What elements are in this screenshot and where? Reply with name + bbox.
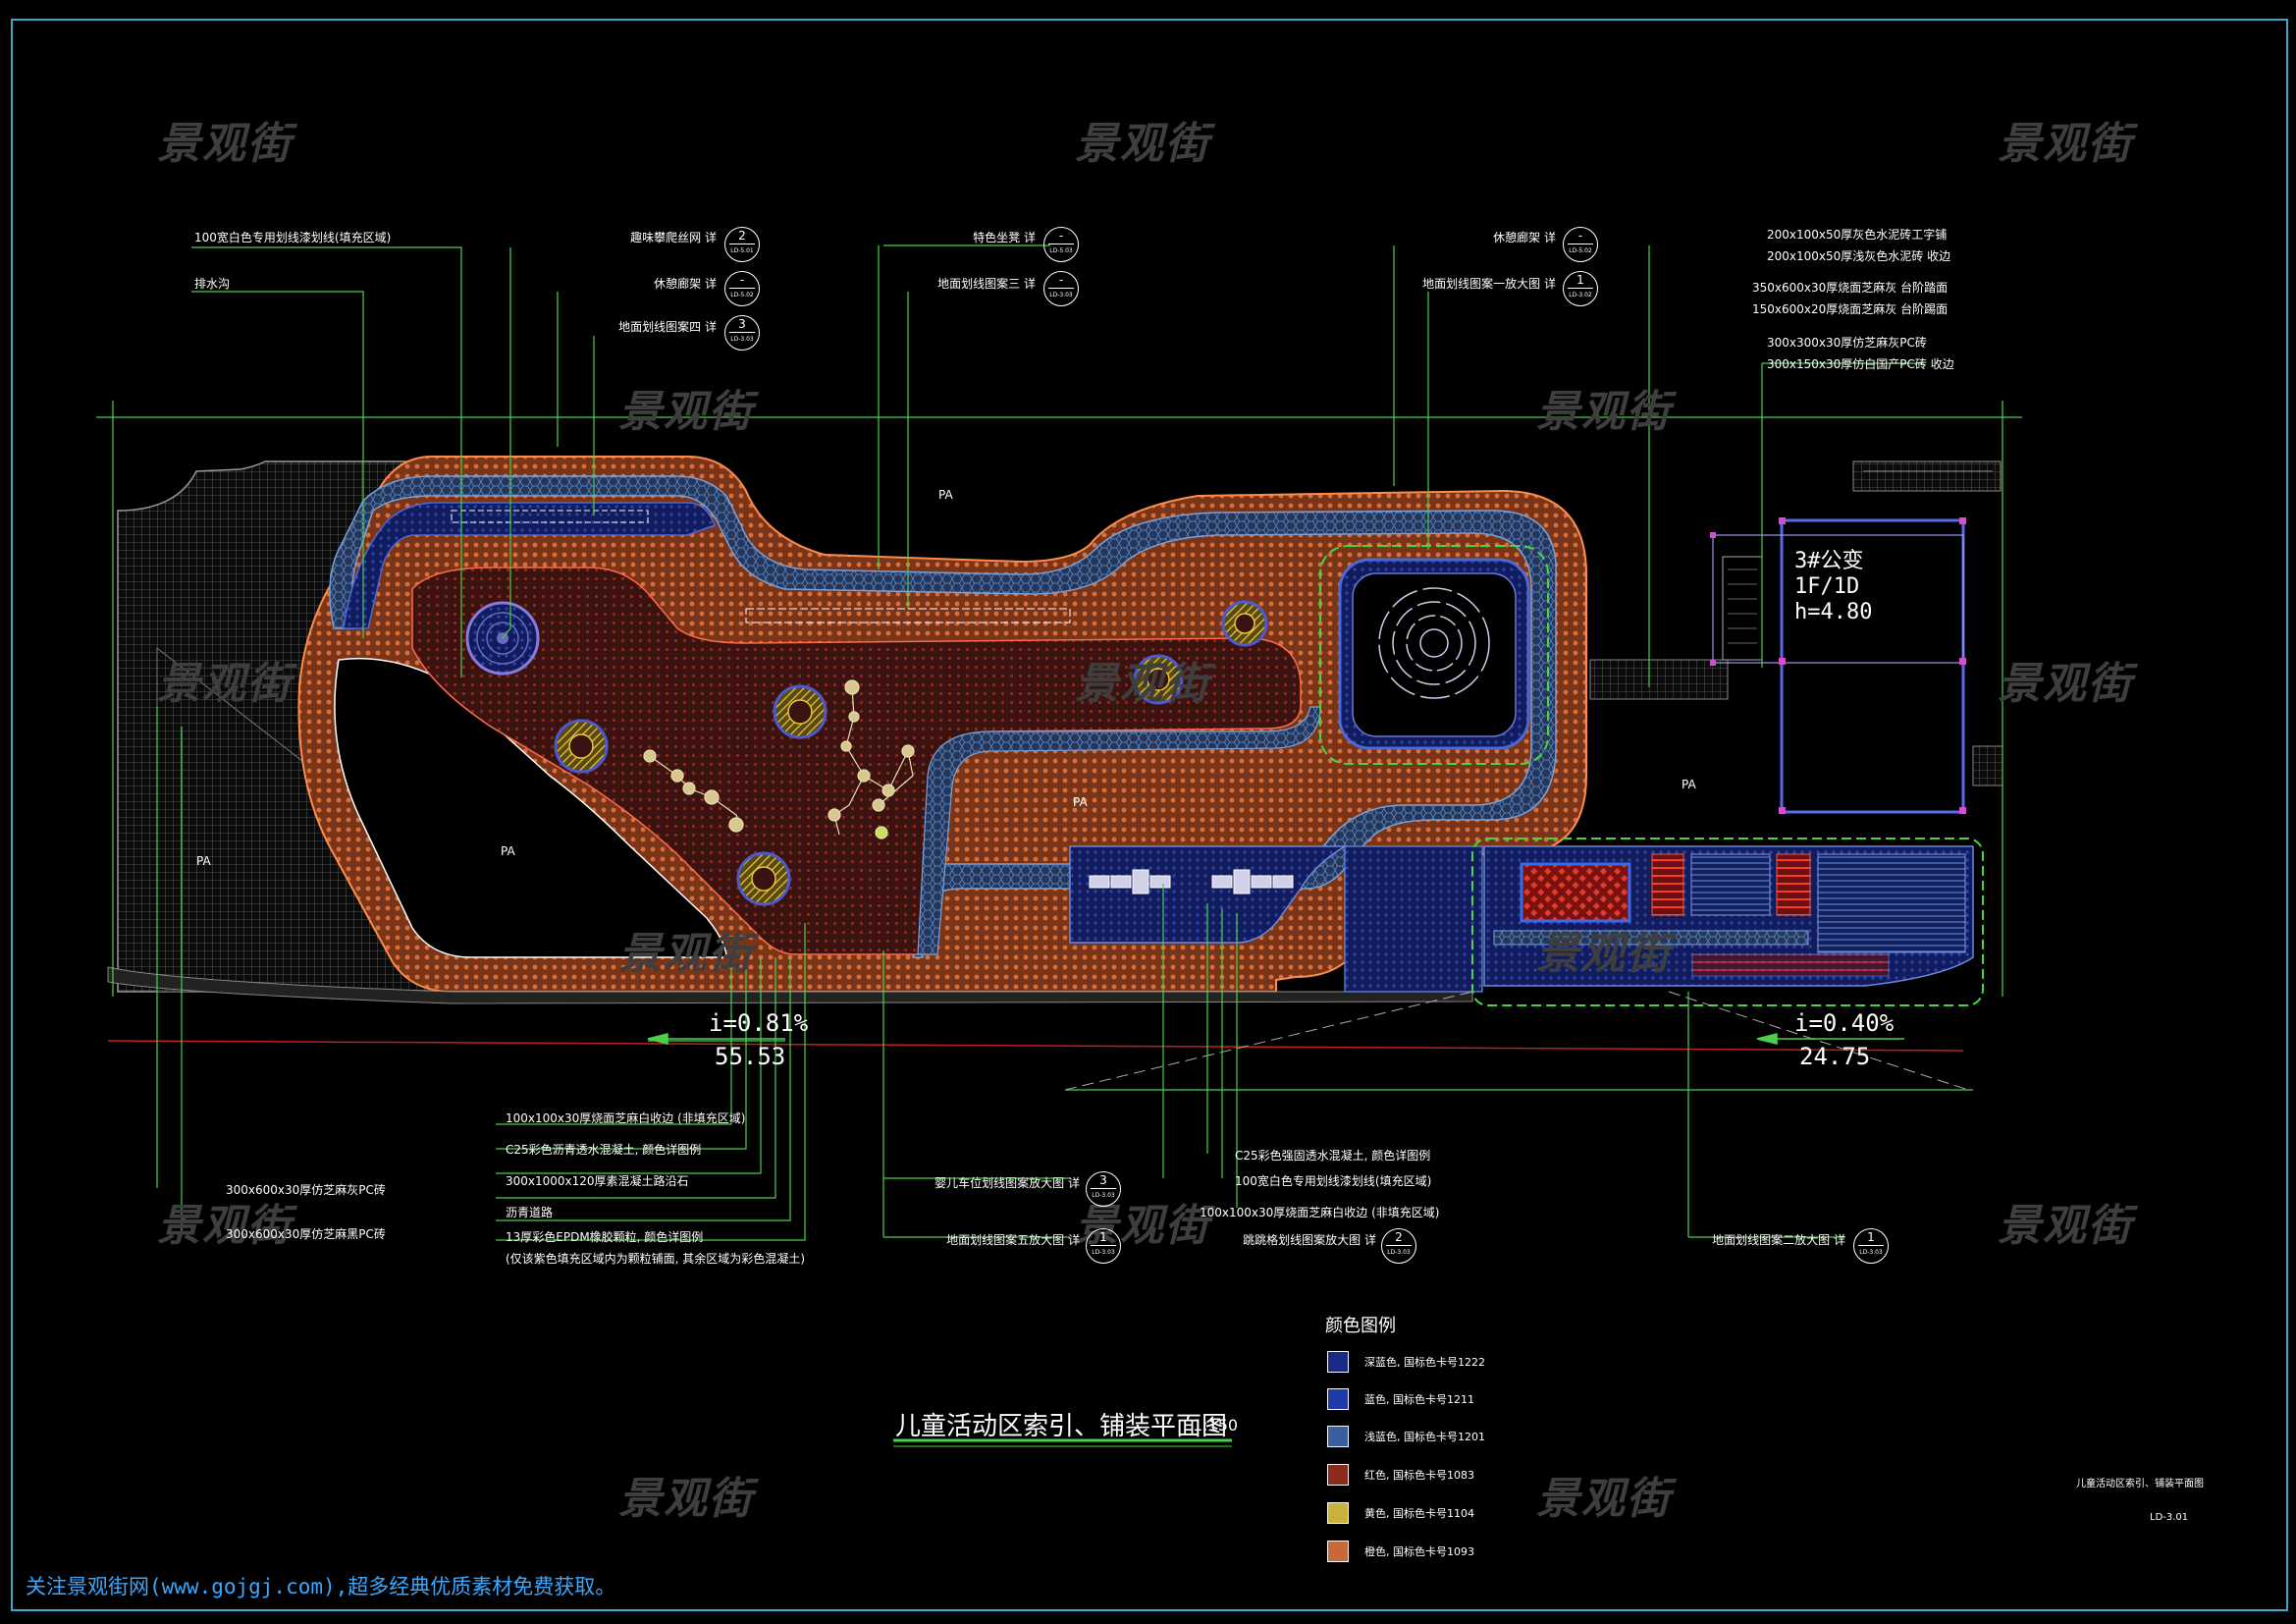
material-note: 200x100x50厚浅灰色水泥砖 收边 <box>1767 249 1951 263</box>
material-note: 300x600x30厚仿芝麻灰PC砖 <box>226 1183 386 1197</box>
watermark-text: 景观街 <box>157 659 293 709</box>
legend-swatch <box>1327 1426 1349 1447</box>
detail-ref-bubble[interactable]: -LD-5.03 <box>1043 227 1079 262</box>
legend-item: 黄色, 国标色卡号1104 <box>1327 1502 1474 1524</box>
legend-item: 深蓝色, 国标色卡号1222 <box>1327 1351 1485 1373</box>
parking-area-label: PA <box>1682 778 1696 791</box>
callout-ground-pattern-1: 地面划线图案一放大图 详 <box>1422 277 1556 291</box>
callout-feature-bench: 特色坐凳 详 <box>973 231 1036 244</box>
drawing-title: 儿童活动区索引、铺装平面图 <box>895 1412 1228 1441</box>
parking-area-label: PA <box>938 488 953 502</box>
detail-ref-bubble[interactable]: -LD-3.03 <box>1043 271 1079 306</box>
material-note: C25彩色强固透水混凝土, 颜色详图例 <box>1235 1149 1431 1163</box>
building-name: 3#公变 <box>1794 549 1864 573</box>
material-note: 300x600x30厚仿芝麻黑PC砖 <box>226 1227 386 1241</box>
legend-item: 蓝色, 国标色卡号1211 <box>1327 1388 1474 1410</box>
callout-hopscotch-pattern: 跳跳格划线图案放大图 详 <box>1243 1233 1376 1247</box>
watermark-text: 景观街 <box>157 119 293 169</box>
legend-item: 浅蓝色, 国标色卡号1201 <box>1327 1426 1485 1447</box>
sheet-number: LD-3.01 <box>2150 1512 2189 1523</box>
legend-title: 颜色图例 <box>1325 1316 1396 1336</box>
legend-item: 橙色, 国标色卡号1093 <box>1327 1541 1474 1562</box>
watermark-text: 景观街 <box>1536 1474 1672 1524</box>
length-right: 24.75 <box>1799 1043 1871 1070</box>
watermark-text: 景观街 <box>1075 119 1210 169</box>
callout-drain: 排水沟 <box>194 277 231 291</box>
watermark-text: 景观街 <box>1998 1201 2133 1251</box>
detail-ref-bubble[interactable]: -LD-5.02 <box>724 271 760 306</box>
slope-left: i=0.81% <box>709 1009 809 1037</box>
material-note: 200x100x50厚灰色水泥砖工字铺 <box>1767 228 1948 242</box>
watermark-text: 景观街 <box>1536 387 1672 437</box>
callout-ground-pattern-4: 地面划线图案四 详 <box>618 320 717 334</box>
watermark-text: 景观街 <box>618 387 754 437</box>
material-note: 350x600x30厚烧面芝麻灰 台阶踏面 <box>1752 281 1949 295</box>
watermark-text: 景观街 <box>618 929 754 979</box>
building-floors: 1F/1D <box>1794 574 1860 599</box>
legend-swatch <box>1327 1541 1349 1562</box>
material-note: 150x600x20厚烧面芝麻灰 台阶踢面 <box>1752 302 1949 316</box>
footer-promo-text[interactable]: 关注景观街网(www.gojgj.com),超多经典优质素材免费获取。 <box>26 1575 616 1598</box>
drawing-scale: 1:150 <box>1193 1416 1239 1435</box>
material-note: C25彩色沥青透水混凝土, 颜色详图例 <box>506 1143 702 1157</box>
watermark-text: 景观街 <box>1998 119 2133 169</box>
watermark-text: 景观街 <box>618 1474 754 1524</box>
material-note: 300x300x30厚仿芝麻灰PC砖 <box>1767 336 1927 350</box>
callout-pergola-2: 休憩廊架 详 <box>1493 231 1556 244</box>
material-note: 100x100x30厚烧面芝麻白收边 (非填充区域) <box>506 1111 746 1125</box>
callout-pergola: 休憩廊架 详 <box>654 277 717 291</box>
legend-swatch <box>1327 1388 1349 1410</box>
callout-ground-pattern-2: 地面划线图案二放大图 详 <box>1712 1233 1845 1247</box>
legend-swatch <box>1327 1502 1349 1524</box>
length-left: 55.53 <box>715 1043 786 1070</box>
material-note: 沥青道路 <box>506 1206 554 1219</box>
callout-ground-pattern-3: 地面划线图案三 详 <box>937 277 1036 291</box>
parking-area-label: PA <box>1073 795 1088 809</box>
material-note: 100宽白色专用划线漆划线(填充区域) <box>1235 1174 1432 1188</box>
watermark-text: 景观街 <box>157 1201 293 1251</box>
watermark-text: 景观街 <box>1075 659 1210 709</box>
watermark-text: 景观街 <box>1536 929 1672 979</box>
callout-climbing-net: 趣味攀爬丝网 详 <box>630 231 717 244</box>
callout-ground-pattern-5: 地面划线图案五放大图 详 <box>946 1233 1080 1247</box>
legend-swatch <box>1327 1464 1349 1486</box>
legend-label: 浅蓝色, 国标色卡号1201 <box>1364 1431 1485 1443</box>
sheet-title: 儿童活动区索引、铺装平面图 <box>2076 1479 2204 1489</box>
slope-right: i=0.40% <box>1794 1009 1895 1037</box>
legend-label: 橙色, 国标色卡号1093 <box>1364 1545 1474 1558</box>
watermark-text: 景观街 <box>1998 659 2133 709</box>
callout-paint-line: 100宽白色专用划线漆划线(填充区域) <box>194 231 392 244</box>
building-height: h=4.80 <box>1794 600 1873 624</box>
callout-stroller-pattern: 婴儿车位划线图案放大图 详 <box>934 1176 1080 1190</box>
material-note: 100x100x30厚烧面芝麻白收边 (非填充区域) <box>1200 1206 1440 1219</box>
parking-area-label: PA <box>501 844 515 858</box>
legend-label: 红色, 国标色卡号1083 <box>1364 1469 1474 1482</box>
parking-area-label: PA <box>196 854 211 868</box>
material-note: 13厚彩色EPDM橡胶颗粒, 颜色详图例 <box>506 1230 704 1244</box>
legend-item: 红色, 国标色卡号1083 <box>1327 1464 1474 1486</box>
material-note: 300x150x30厚仿白国产PC砖 收边 <box>1767 357 1954 371</box>
material-note: 300x1000x120厚素混凝土路沿石 <box>506 1174 689 1188</box>
legend-label: 深蓝色, 国标色卡号1222 <box>1364 1356 1485 1369</box>
detail-ref-bubble[interactable]: -LD-5.02 <box>1563 227 1598 262</box>
legend-label: 蓝色, 国标色卡号1211 <box>1364 1393 1474 1406</box>
material-note: (仅该紫色填充区域内为颗粒铺面, 其余区域为彩色混凝土) <box>506 1252 805 1266</box>
legend-swatch <box>1327 1351 1349 1373</box>
legend-label: 黄色, 国标色卡号1104 <box>1364 1507 1474 1520</box>
